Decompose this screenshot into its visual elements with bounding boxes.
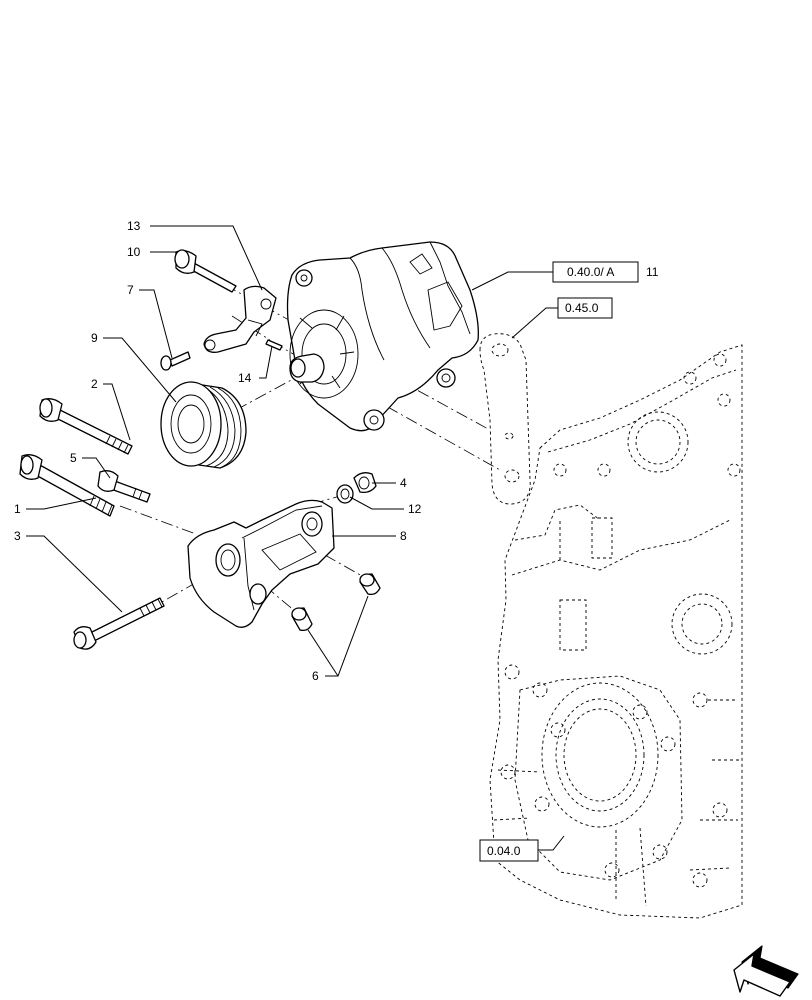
callout-1: 1 — [14, 502, 21, 516]
callout-14: 14 — [238, 371, 252, 385]
alternator-adjusting-arm — [479, 333, 531, 505]
next-page-arrow-icon[interactable] — [733, 945, 799, 997]
reference-bracket-arm[interactable]: 0.45.0 — [557, 297, 613, 319]
callout-4: 4 — [400, 476, 407, 490]
bolt-5 — [97, 470, 151, 503]
callout-2: 2 — [91, 377, 98, 391]
reference-alternator[interactable]: 0.40.0/ A — [552, 261, 639, 283]
nut-4 — [353, 472, 377, 494]
leader-lines — [26, 225, 565, 851]
callout-8: 8 — [400, 529, 407, 543]
bolt-10 — [174, 249, 237, 293]
callout-7: 7 — [127, 283, 134, 297]
engine-block-phantom — [489, 344, 743, 919]
bolt-7 — [160, 351, 191, 371]
callout-10: 10 — [127, 245, 141, 259]
callout-11: 11 — [646, 265, 659, 279]
callout-3: 3 — [14, 529, 21, 543]
bolt-1 — [19, 454, 115, 517]
bushing-6-upper — [359, 573, 381, 596]
callout-6: 6 — [312, 669, 319, 683]
tensioner-bracket — [203, 285, 277, 353]
reference-engine-block-label: 0.04.0 — [487, 844, 521, 858]
dowel-pin-14 — [265, 339, 283, 351]
callout-9: 9 — [91, 331, 98, 345]
callout-5: 5 — [70, 451, 77, 465]
tensioner-housing — [187, 499, 335, 628]
bushing-6-lower — [291, 607, 313, 632]
reference-engine-block[interactable]: 0.04.0 — [479, 839, 539, 862]
callout-13: 13 — [127, 219, 141, 233]
bolt-2 — [39, 398, 133, 455]
reference-alternator-label: 0.40.0/ A — [567, 265, 614, 279]
alternator-pulley — [160, 381, 247, 469]
callout-12: 12 — [408, 502, 422, 516]
alternator — [286, 241, 479, 432]
bolt-3 — [73, 597, 165, 650]
washer-12 — [336, 484, 354, 504]
reference-bracket-arm-label: 0.45.0 — [565, 301, 599, 315]
